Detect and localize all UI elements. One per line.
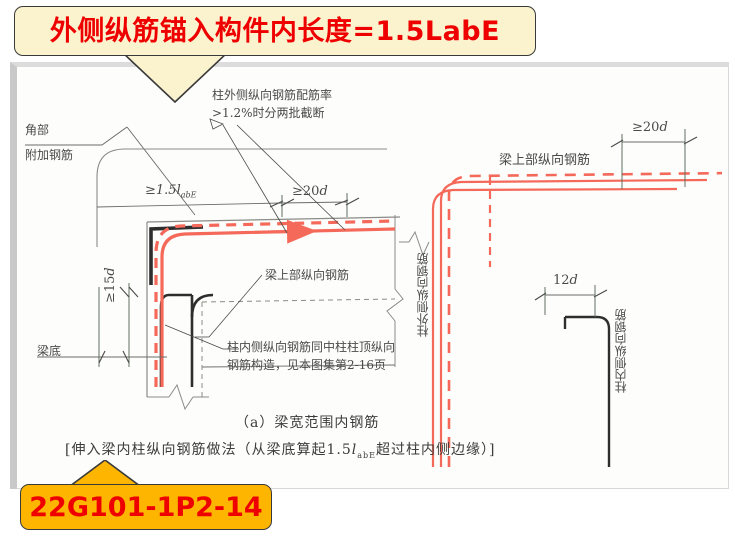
label-column-inner-rebar-vertical: 柱内侧纵向钢筋 — [614, 309, 628, 393]
label-beam-top-rebar-right: 梁上部纵向钢筋 — [499, 153, 591, 168]
dimension-15d-rotated: ≥15d — [102, 267, 120, 303]
note-reinforcement-ratio-line2: >1.2%时分两批截断 — [212, 106, 325, 120]
label-beam-top-rebar-left: 梁上部纵向钢筋 — [265, 268, 350, 282]
dimension-12d-symbol: d — [569, 273, 578, 288]
dimension-20d-right-prefix: ≥20 — [632, 120, 660, 135]
note-inner-rebar-line2: 钢筋构造，见本图集第2-16页 — [227, 358, 386, 372]
callout-top-pointer — [120, 52, 230, 104]
dimension-20d-right: ≥20d — [632, 119, 668, 137]
label-column-outer-rebar-vertical: 柱外侧纵向钢筋 — [416, 253, 430, 337]
dimension-15d-prefix: ≥15 — [103, 275, 118, 303]
figure-note-suffix: 超过柱内侧边缘）] — [375, 442, 496, 458]
callout-top-text: 外侧纵筋锚入构件内长度=1.5LabE — [49, 15, 501, 47]
drawing-vector-graphics — [25, 118, 722, 467]
figure-note-prefix: [伸入梁内柱纵向钢筋做法（从梁底算起1.5 — [65, 442, 352, 458]
dimension-anchor-prefix: ≥1.5 — [145, 183, 177, 198]
note-inner-rebar-line1: 柱内侧纵向钢筋同中柱柱顶纵向 — [227, 340, 396, 354]
badge-reference-code[interactable]: 22G101-1P2-14 — [20, 484, 272, 530]
figure-note-subscript: abE — [357, 450, 376, 460]
technical-drawing-panel: 角部 附加钢筋 梁底 ≥1.5labE ≥20d ≥15d 柱外侧纵向钢筋配筋率… — [10, 62, 729, 489]
dimension-20d-left-symbol: d — [319, 184, 328, 199]
dimension-12d-prefix: 12 — [553, 273, 570, 288]
label-corner-extra-rebar-line1: 角部 — [25, 123, 50, 137]
dimension-12d: 12d — [553, 272, 578, 290]
figure-note-symbol: l — [351, 442, 358, 458]
label-corner-extra-rebar-line2: 附加钢筋 — [25, 148, 74, 162]
dimension-20d-right-symbol: d — [659, 120, 668, 135]
dimension-anchor-symbol: l — [176, 183, 181, 198]
figure-title: （a）梁宽范围内钢筋 — [235, 415, 380, 431]
figure-note: [伸入梁内柱纵向钢筋做法（从梁底算起1.5labE超过柱内侧边缘）] — [65, 439, 495, 460]
dimension-20d-left: ≥20d — [292, 183, 328, 201]
note-reinforcement-ratio-line1: 柱外侧纵向钢筋配筋率 — [212, 88, 333, 102]
dimension-anchor-length: ≥1.5labE — [145, 182, 196, 201]
dimension-anchor-subscript: abE — [180, 190, 197, 200]
callout-top[interactable]: 外侧纵筋锚入构件内长度=1.5LabE — [14, 6, 536, 56]
badge-reference-code-text: 22G101-1P2-14 — [29, 491, 263, 523]
dimension-15d-symbol: d — [103, 267, 118, 276]
label-beam-bottom: 梁底 — [37, 344, 62, 358]
drawing-canvas: 角部 附加钢筋 梁底 ≥1.5labE ≥20d ≥15d 柱外侧纵向钢筋配筋率… — [17, 67, 722, 484]
dimension-20d-left-prefix: ≥20 — [292, 184, 320, 199]
dimension-15d: ≥15d — [102, 267, 138, 321]
